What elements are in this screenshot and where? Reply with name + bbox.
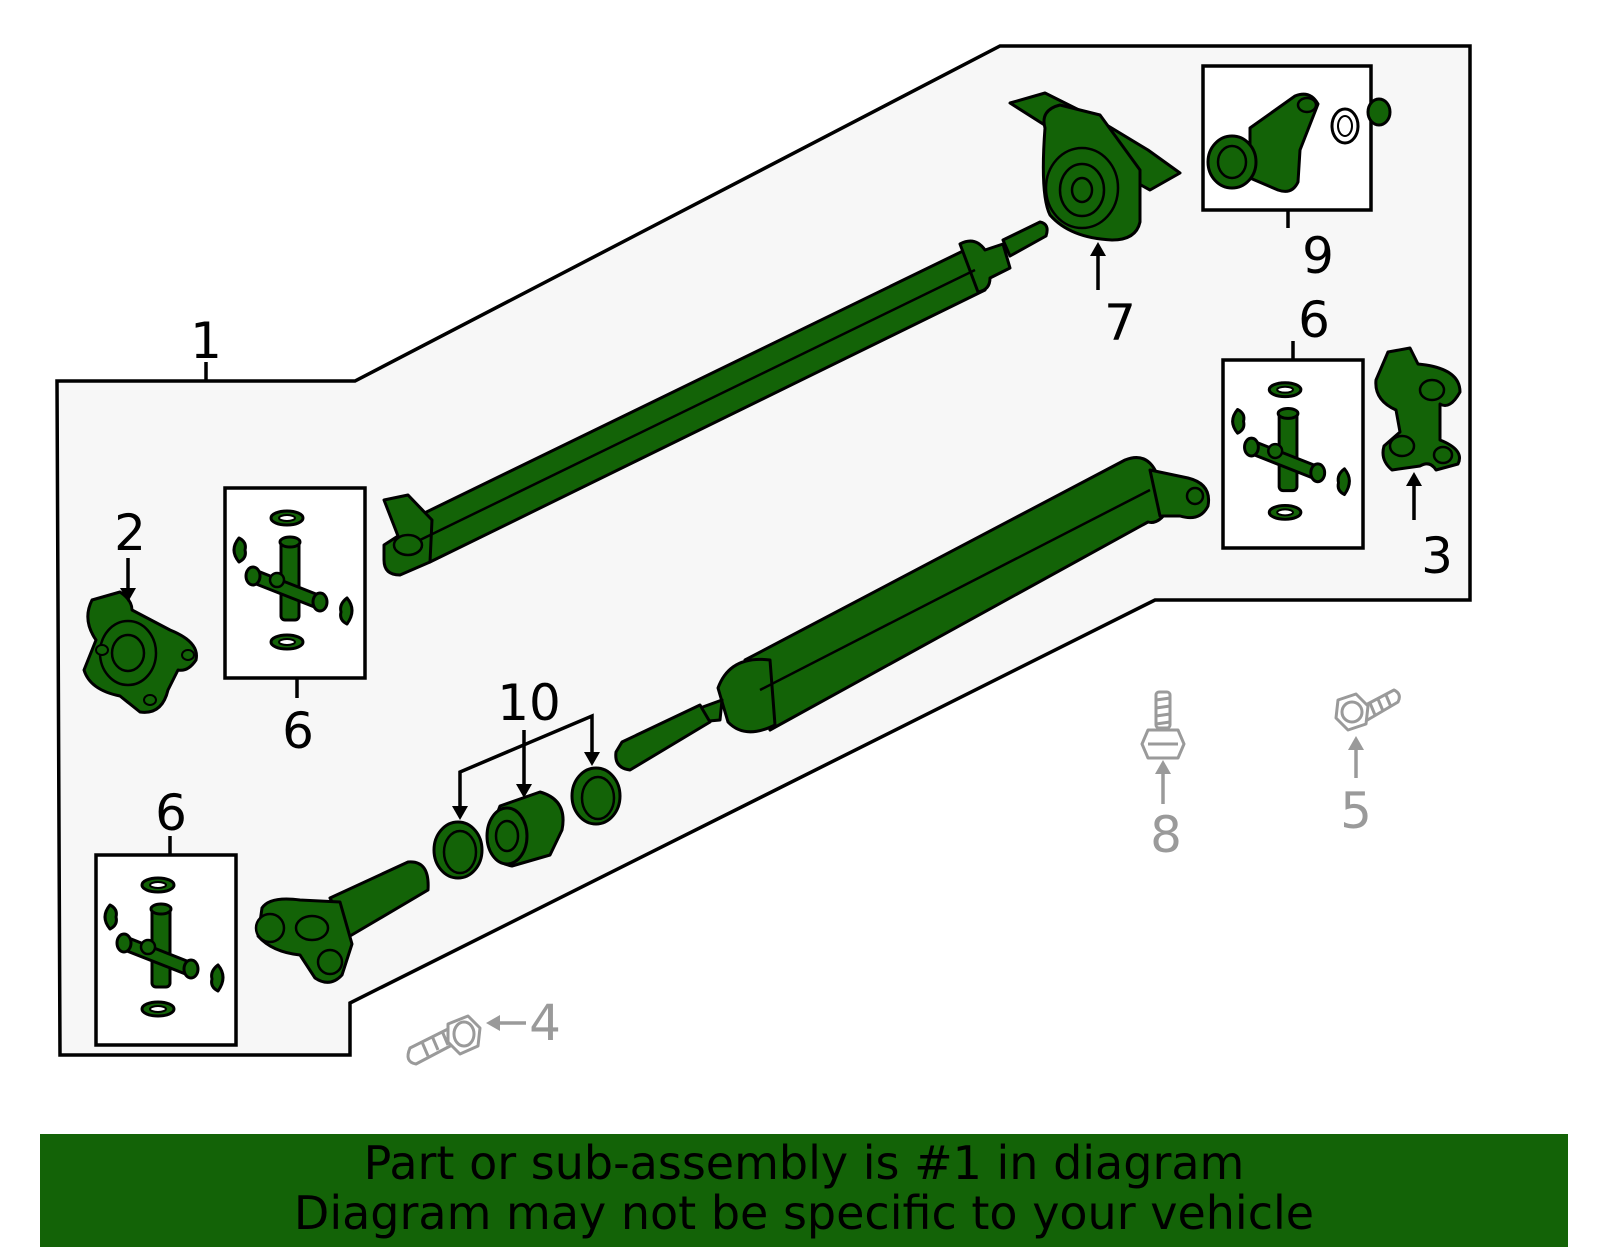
callout-5: 5 — [1340, 782, 1372, 840]
callout-7: 7 — [1104, 294, 1136, 352]
companion-flange — [82, 590, 198, 714]
callout-2: 2 — [114, 504, 146, 562]
bolt-8 — [1140, 690, 1186, 760]
callout-6-upper-right: 6 — [1298, 291, 1330, 349]
rear-yoke — [1374, 346, 1462, 472]
footer-line-1: Part or sub-assembly is #1 in diagram — [363, 1136, 1245, 1190]
bolt-5 — [1334, 688, 1401, 732]
callout-4: 4 — [529, 994, 561, 1052]
front-drive-shaft — [382, 220, 1049, 577]
slip-yoke — [254, 860, 430, 984]
callout-3: 3 — [1421, 527, 1453, 585]
footer-line-2: Diagram may not be specific to your vehi… — [293, 1186, 1315, 1240]
slip-joint-parts — [432, 766, 622, 880]
rear-drive-shaft — [614, 456, 1211, 772]
callout-6-lower-left: 6 — [155, 784, 187, 842]
assembly-panel — [55, 44, 1472, 1057]
flange-yoke — [1206, 92, 1392, 193]
callout-10: 10 — [497, 674, 561, 732]
footer-banner: Part or sub-assembly is #1 in diagram Di… — [40, 1134, 1568, 1247]
callout-1: 1 — [190, 312, 222, 370]
callout-8: 8 — [1150, 806, 1182, 864]
center-bearing — [1008, 91, 1182, 242]
callout-9: 9 — [1302, 227, 1334, 285]
callout-6-upper-left: 6 — [282, 702, 314, 760]
bolt-4 — [406, 1014, 482, 1066]
